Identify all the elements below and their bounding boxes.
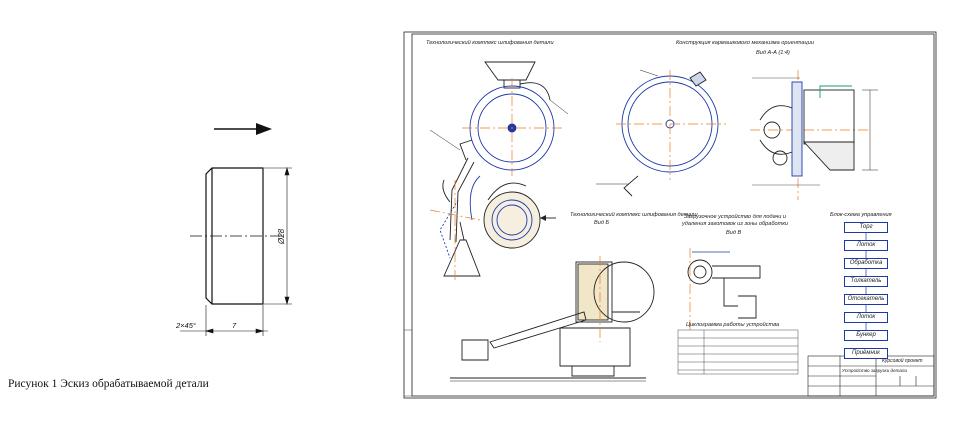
tube-mechanism-view bbox=[596, 69, 726, 197]
flowchart-step: Приёмник bbox=[844, 348, 888, 359]
title-control-scheme: Блок-схема управления bbox=[830, 212, 892, 218]
drawing-sheet: Технологический комплекс шлифования дета… bbox=[400, 30, 940, 400]
length-label: 7 bbox=[232, 321, 237, 330]
length-dimension bbox=[180, 305, 268, 336]
title-tech-complex-side-sub: Вид Б bbox=[594, 220, 610, 226]
flowchart-step: Торг bbox=[844, 222, 888, 233]
view-arrow bbox=[214, 123, 272, 135]
flowchart-step: Толкатель bbox=[844, 276, 888, 287]
grinding-complex-top-view bbox=[429, 61, 569, 243]
figure-caption: Рисунок 1 Эскиз обрабатываемой детали bbox=[8, 378, 209, 390]
part-sketch: Ø28 2×45° 7 bbox=[175, 123, 292, 336]
title-tech-complex-side: Технологический комплекс шлифования дета… bbox=[570, 212, 698, 218]
title-block bbox=[807, 355, 935, 397]
loading-device-view bbox=[687, 248, 761, 330]
title-cyclogram: Циклограмма работы устройства bbox=[686, 322, 780, 328]
title-section-view: Вид А-А (1:4) bbox=[756, 50, 790, 56]
machine-base-view bbox=[450, 256, 655, 382]
title-tech-complex-top: Технологический комплекс шлифования дета… bbox=[426, 40, 554, 46]
sheet-side-strip bbox=[403, 329, 413, 397]
title-tube-mechanism: Конструкция кармашкового механизма ориен… bbox=[676, 40, 814, 46]
sheet-inner-frame bbox=[411, 33, 935, 397]
title-loading-device-sub: Вид В bbox=[726, 230, 742, 236]
flowchart-step: Лоток bbox=[844, 312, 888, 323]
diameter-label: Ø28 bbox=[277, 228, 286, 245]
title-block-doc-title: Курсовой проект bbox=[882, 358, 923, 364]
sheet-outer-frame bbox=[403, 31, 937, 399]
section-view bbox=[750, 70, 878, 200]
flowchart-step: Лоток bbox=[844, 240, 888, 251]
chamfer-label: 2×45° bbox=[175, 321, 196, 330]
grinding-rolls-side bbox=[429, 175, 556, 280]
diameter-dimension bbox=[264, 166, 292, 306]
title-block-subtitle: Устройство загрузки детали bbox=[842, 368, 908, 373]
title-loading-device: Загрузочное устройство для подачи и удал… bbox=[681, 214, 788, 227]
drawing-sheet-graphics bbox=[403, 31, 937, 399]
cyclogram-grid bbox=[677, 329, 799, 375]
flowchart-step: Бункер bbox=[844, 330, 888, 341]
flowchart-step: Отсекатель bbox=[844, 294, 888, 305]
flowchart-step: Обработка bbox=[844, 258, 888, 269]
